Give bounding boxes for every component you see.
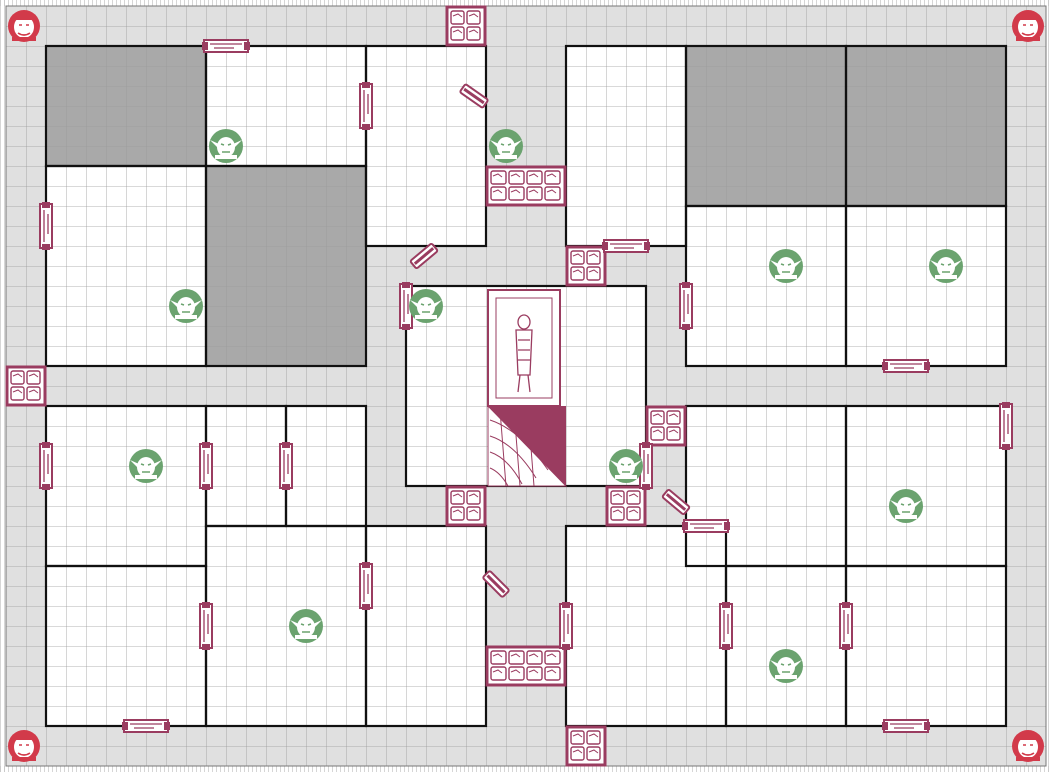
goblin-icon[interactable] [609, 449, 643, 483]
door-icon[interactable] [359, 562, 373, 610]
door-icon[interactable] [202, 39, 250, 53]
rubble-icon[interactable] [445, 5, 487, 47]
door-icon[interactable] [279, 442, 293, 490]
goblin-icon[interactable] [289, 609, 323, 643]
wizard-icon[interactable] [1012, 730, 1044, 762]
door-icon[interactable] [199, 442, 213, 490]
goblin-icon[interactable] [929, 249, 963, 283]
goblin-icon[interactable] [169, 289, 203, 323]
door-icon[interactable] [639, 442, 653, 490]
door-icon[interactable] [839, 602, 853, 650]
dwarf-icon[interactable] [1012, 10, 1044, 42]
rubble-icon[interactable] [485, 645, 567, 687]
goblin-icon[interactable] [769, 249, 803, 283]
door-icon[interactable] [39, 442, 53, 490]
rubble-icon[interactable] [565, 245, 607, 287]
goblin-icon[interactable] [409, 289, 443, 323]
falling-rock-icon[interactable] [409, 242, 439, 270]
door-icon[interactable] [122, 719, 170, 733]
door-icon[interactable] [399, 282, 413, 330]
rubble-icon[interactable] [565, 725, 607, 767]
door-icon[interactable] [882, 719, 930, 733]
rubble-icon[interactable] [485, 165, 567, 207]
door-icon[interactable] [999, 402, 1013, 450]
rubble-icon[interactable] [445, 485, 487, 527]
goblin-icon[interactable] [889, 489, 923, 523]
door-icon[interactable] [199, 602, 213, 650]
stairway-icon[interactable] [487, 289, 568, 487]
falling-rock-icon[interactable] [482, 570, 510, 598]
elf-icon[interactable] [8, 730, 40, 762]
door-icon[interactable] [679, 282, 693, 330]
rubble-icon[interactable] [5, 365, 47, 407]
door-icon[interactable] [559, 602, 573, 650]
goblin-icon[interactable] [209, 129, 243, 163]
door-icon[interactable] [719, 602, 733, 650]
door-icon[interactable] [39, 202, 53, 250]
door-icon[interactable] [359, 82, 373, 130]
door-icon[interactable] [682, 519, 730, 533]
goblin-icon[interactable] [769, 649, 803, 683]
goblin-icon[interactable] [489, 129, 523, 163]
tomb-icon [515, 314, 533, 393]
rubble-icon[interactable] [605, 485, 647, 527]
rubble-icon[interactable] [645, 405, 687, 447]
falling-rock-icon[interactable] [661, 488, 691, 516]
barbarian-icon[interactable] [8, 10, 40, 42]
door-icon[interactable] [602, 239, 650, 253]
goblin-icon[interactable] [129, 449, 163, 483]
door-icon[interactable] [882, 359, 930, 373]
falling-rock-icon[interactable] [459, 83, 489, 109]
